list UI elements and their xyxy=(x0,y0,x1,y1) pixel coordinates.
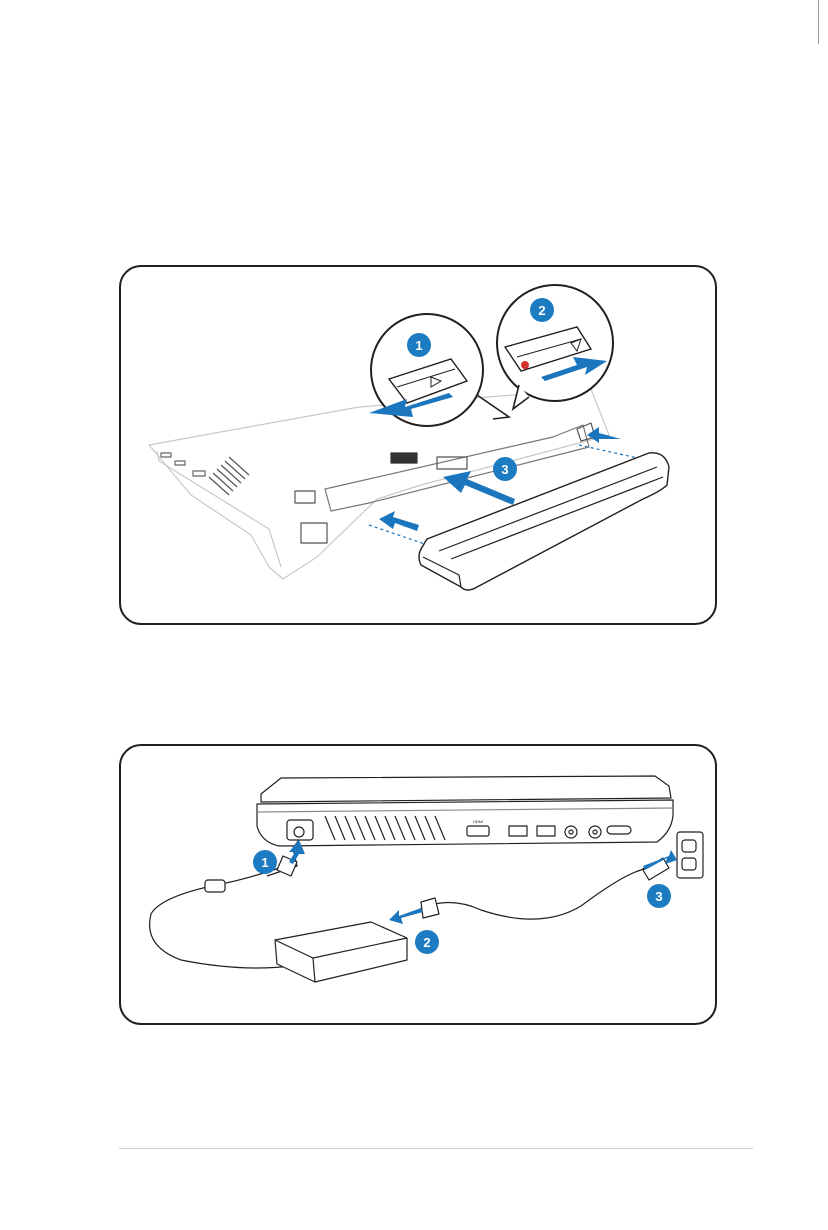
step-badge-1: 1 xyxy=(253,850,277,874)
step-badge-2: 2 xyxy=(530,298,554,322)
step-number: 1 xyxy=(261,855,268,870)
step-badge-2: 2 xyxy=(415,930,439,954)
adapter-arrow xyxy=(389,908,423,924)
insert-arrow-right xyxy=(587,427,621,443)
hdmi-label: HDMI xyxy=(473,819,483,824)
ac-power-illustration: HDMI 1 2 3 xyxy=(121,746,715,1023)
footer-rule xyxy=(119,1148,753,1149)
page-edge-line xyxy=(818,0,819,44)
step-number: 3 xyxy=(655,889,662,904)
latch-callout-right xyxy=(497,285,613,409)
latch-callout-left xyxy=(369,314,509,426)
step-number: 2 xyxy=(423,935,430,950)
insert-arrow-left xyxy=(379,511,419,531)
ac-power-connection-figure: HDMI 1 2 3 xyxy=(119,744,717,1025)
battery-illustration: 1 2 3 xyxy=(121,267,715,623)
step-badge-3: 3 xyxy=(647,884,671,908)
step-number: 1 xyxy=(415,338,422,353)
battery-installation-figure: 1 2 3 xyxy=(119,265,717,625)
step-badge-3: 3 xyxy=(493,457,517,481)
hdmi-port-label: HDMI xyxy=(473,819,483,824)
step-badge-1: 1 xyxy=(407,333,431,357)
step-number: 3 xyxy=(501,462,508,477)
step-number: 2 xyxy=(538,303,545,318)
